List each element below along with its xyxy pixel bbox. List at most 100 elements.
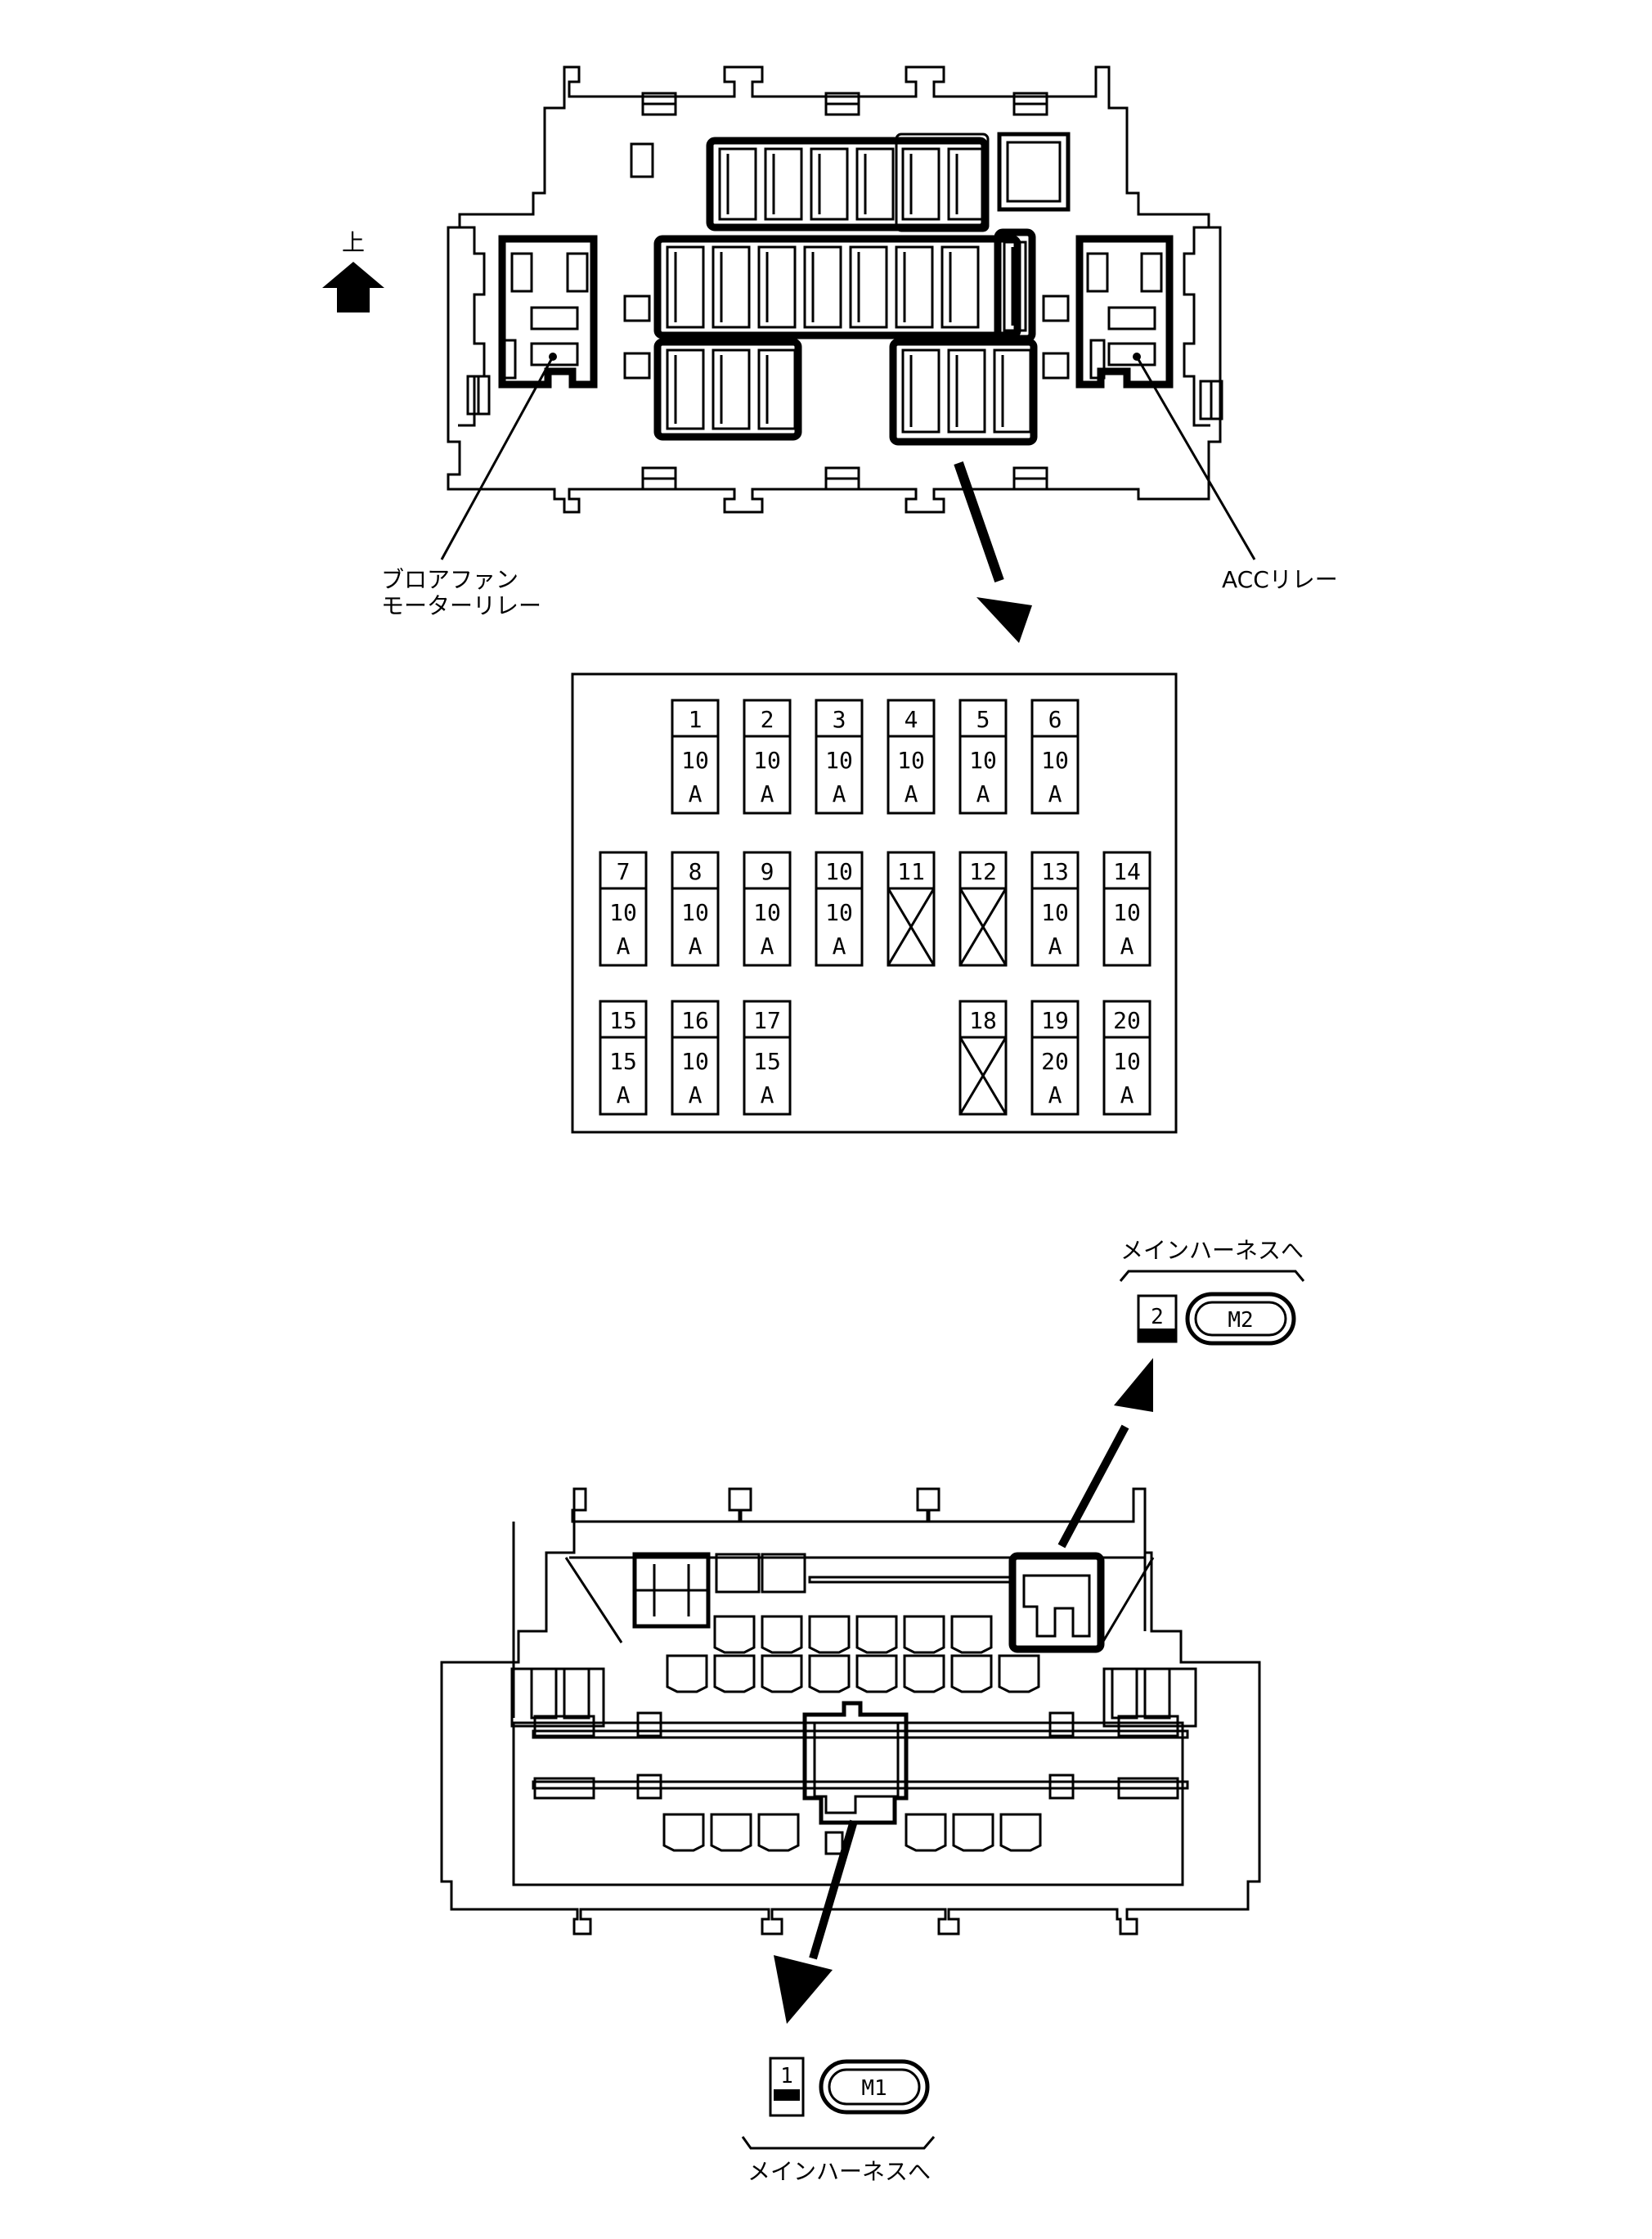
- fuse-unit: A: [689, 933, 703, 960]
- up-label: 上: [342, 229, 365, 256]
- blower-fan-motor-relay-label-line2: モーターリレー: [381, 592, 541, 619]
- connector-m2-code: M2: [1228, 1308, 1253, 1333]
- terminal-cell: [662, 1813, 705, 1852]
- fuse-number: 10: [825, 858, 853, 885]
- fuse-unit: A: [1048, 1081, 1062, 1108]
- fuse-number: 12: [969, 858, 997, 885]
- fuse-cell-outline: [947, 147, 986, 221]
- fuse-amperage: 10: [1113, 1048, 1141, 1075]
- fuse-number: 20: [1113, 1007, 1141, 1034]
- arrow-to-connector-m1-icon: [774, 1819, 858, 2024]
- fuse-cell-outline: [718, 147, 757, 221]
- fuse-rating-box: [958, 735, 1008, 815]
- terminal-cell: [713, 1615, 756, 1654]
- fuse-unit: A: [761, 933, 774, 960]
- fuse-amperage: 10: [609, 899, 637, 926]
- fuse-amperage: 10: [897, 747, 925, 774]
- fuse-amperage: 10: [1041, 899, 1069, 926]
- fuse-unit: A: [833, 933, 846, 960]
- fuse-unit: A: [833, 780, 846, 807]
- terminal-cell: [903, 1654, 945, 1693]
- terminal-cell: [808, 1654, 851, 1693]
- fuse-cell-outline: [666, 348, 705, 430]
- fuse-cell-outline: [1003, 241, 1027, 332]
- fuse-cell-outline: [712, 245, 751, 329]
- connector-m2-number: 2: [1151, 1305, 1164, 1329]
- terminal-cell: [999, 1813, 1042, 1852]
- fuse-rating-box: [671, 887, 720, 967]
- terminal-cell: [950, 1654, 993, 1693]
- fuse-cell-outline: [940, 245, 980, 329]
- fuse-unit: A: [976, 780, 990, 807]
- fuse-cell-outline: [803, 245, 842, 329]
- fuse-rating-box: [815, 887, 864, 967]
- terminal-cell: [666, 1654, 708, 1693]
- fuse-number: 5: [976, 706, 990, 733]
- fuse-slot-14: 14 10A: [1102, 851, 1151, 967]
- fuse-rating-box: [743, 735, 792, 815]
- fuse-number: 16: [681, 1007, 709, 1034]
- terminal-cell: [761, 1654, 803, 1693]
- fuse-rating-box: [1102, 1036, 1151, 1116]
- terminal-cell: [761, 1615, 803, 1654]
- fuse-unit: A: [1120, 933, 1134, 960]
- fuse-slot-7: 7 10A: [599, 851, 648, 967]
- fuse-number: 19: [1041, 1007, 1069, 1034]
- terminal-cell: [710, 1813, 752, 1852]
- fuse-block-bottom-view: [440, 1487, 1261, 1936]
- fuse-rating-box: [743, 887, 792, 967]
- fuse-number: 14: [1113, 858, 1141, 885]
- fuse-number: 4: [905, 706, 918, 733]
- fuse-amperage: 10: [969, 747, 997, 774]
- connector-m1: 1 M1 メインハーネスへ: [741, 2057, 936, 2185]
- fuse-rating-box: [887, 735, 936, 815]
- empty-slot-cross: [887, 888, 936, 966]
- terminal-cell: [808, 1615, 851, 1654]
- fuse-rating-box: [743, 1036, 792, 1116]
- fuse-unit: A: [905, 780, 918, 807]
- fuse-cell-outline: [849, 245, 888, 329]
- fuse-cell-outline: [764, 147, 803, 221]
- fuse-number: 8: [689, 858, 703, 885]
- blower-fan-motor-relay-label-line1: ブロアファン: [381, 566, 518, 593]
- fuse-number: 15: [609, 1007, 637, 1034]
- fuse-rating-box: [671, 1036, 720, 1116]
- terminal-cell: [757, 1813, 800, 1852]
- fuse-slot-11: 11: [887, 851, 936, 967]
- empty-slot-cross: [958, 1036, 1008, 1115]
- fuse-slot-10: 10 10A: [815, 851, 864, 967]
- fuse-cell-outline: [757, 245, 797, 329]
- terminal-cell: [855, 1654, 898, 1693]
- fuse-cell-outline: [901, 147, 940, 221]
- arrow-to-connector-m2-icon: [1057, 1358, 1153, 1549]
- fuse-amperage: 10: [1041, 747, 1069, 774]
- fuse-rating-box: [887, 887, 936, 967]
- fuse-number: 9: [761, 858, 774, 885]
- fuse-amperage: 10: [1113, 899, 1141, 926]
- fuse-amperage: 10: [681, 1048, 709, 1075]
- terminal-cell: [998, 1654, 1040, 1693]
- up-arrow-icon: [322, 262, 384, 312]
- fuse-number: 11: [897, 858, 925, 885]
- fuse-cell-outline: [810, 147, 849, 221]
- terminal-cell: [950, 1615, 993, 1654]
- fuse-unit: A: [617, 933, 631, 960]
- fuse-number: 7: [617, 858, 631, 885]
- fuse-cell-outline: [901, 348, 940, 434]
- fuse-rating-box: [599, 1036, 648, 1116]
- fuse-rating-box: [1030, 735, 1080, 815]
- fuse-amperage: 15: [609, 1048, 637, 1075]
- fuse-block-top-view: [440, 65, 1256, 560]
- connector-m1-code: M1: [861, 2076, 887, 2101]
- fuse-amperage: 10: [825, 899, 853, 926]
- fuse-unit: A: [1048, 780, 1062, 807]
- harness-label-top: メインハーネスへ: [1120, 1237, 1304, 1264]
